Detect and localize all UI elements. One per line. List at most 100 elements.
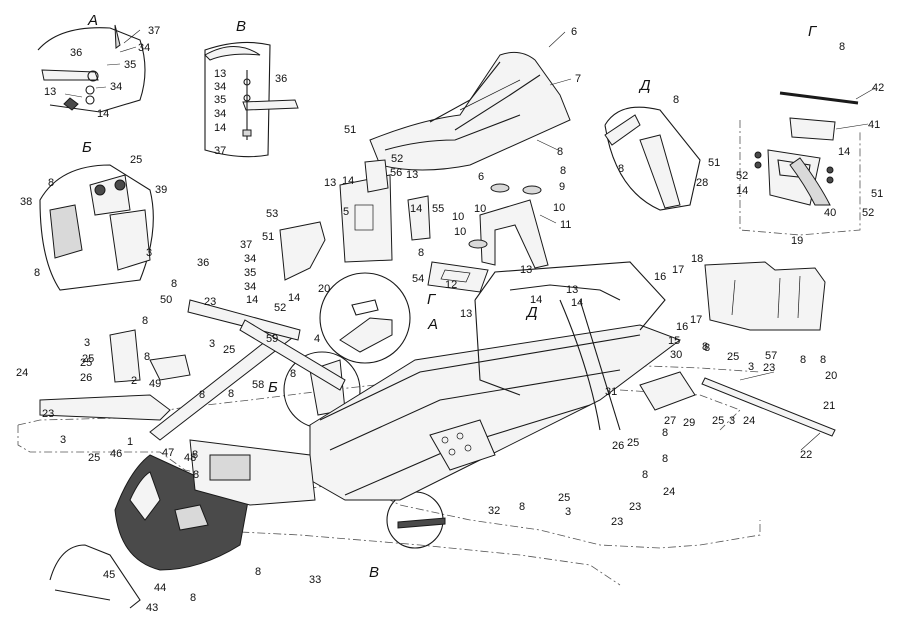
callout: 3 (748, 361, 754, 373)
callout: 14 (246, 294, 258, 306)
callout: 56 (390, 167, 402, 179)
callout: 17 (672, 264, 684, 276)
callout: 5 (343, 206, 349, 218)
callout: 25 (82, 353, 94, 365)
callout: 34 (214, 81, 226, 93)
detail-B (39, 164, 154, 291)
callout: 45 (103, 569, 115, 581)
callout: 25 (88, 452, 100, 464)
rear-rods (639, 371, 836, 437)
callout: 35 (244, 267, 256, 279)
support-part-11 (468, 183, 549, 269)
view-label: Д (638, 77, 651, 94)
callout: 35 (214, 94, 226, 106)
callout: 9 (559, 181, 565, 193)
callout: 8 (144, 351, 150, 363)
view-label: Г (427, 291, 437, 308)
seat-assembly (369, 51, 571, 171)
callout: 8 (48, 177, 54, 189)
callout: 13 (214, 68, 226, 80)
callout: 28 (696, 177, 708, 189)
callout: 8 (255, 566, 261, 578)
callout: 10 (474, 203, 486, 215)
bracket-1 (39, 329, 191, 421)
callout: 59 (266, 333, 278, 345)
callout: 14 (342, 175, 354, 187)
view-label: А (87, 12, 98, 29)
callout: 40 (824, 207, 836, 219)
callout: 8 (290, 368, 296, 380)
callout: 8 (702, 341, 708, 353)
callout: 34 (244, 281, 256, 293)
callout: 23 (629, 501, 641, 513)
callout: 11 (560, 219, 571, 231)
callout: 13 (460, 308, 472, 320)
callout: 17 (690, 314, 702, 326)
callout: 25 (80, 357, 92, 369)
callout: 22 (800, 449, 812, 461)
callout: 8 (839, 41, 845, 53)
callout: 55 (432, 203, 444, 215)
callout: 21 (823, 400, 835, 412)
callout: 14 (288, 292, 300, 304)
callout: 58 (252, 379, 264, 391)
callout: 16 (654, 271, 666, 283)
detail-D (604, 106, 701, 211)
callout: 8 (557, 146, 563, 158)
callout: 51 (262, 231, 274, 243)
callout: 3 (565, 506, 571, 518)
callout: 8 (142, 315, 148, 327)
callout: 30 (670, 349, 682, 361)
callout: 20 (318, 283, 330, 295)
callout: 25 (223, 344, 235, 356)
callout: 34 (214, 108, 226, 120)
callout: 8 (662, 453, 668, 465)
callout: 4 (314, 333, 320, 345)
callout: 34 (110, 81, 122, 93)
callout: 23 (42, 408, 54, 420)
detail-A (37, 24, 146, 113)
callout: 51 (871, 188, 883, 200)
callout: 13 (44, 86, 56, 98)
view-label: Д (525, 304, 538, 321)
callout: 8 (228, 388, 234, 400)
callout: 12 (445, 279, 457, 291)
callout: 14 (97, 108, 109, 120)
callout: 23 (763, 362, 775, 374)
callout: 37 (214, 145, 226, 157)
callout: 1 (127, 436, 133, 448)
callout: 6 (571, 26, 577, 38)
callout: 10 (452, 211, 464, 223)
callout: 47 (162, 447, 174, 459)
callout: 25 (712, 415, 724, 427)
callout: 51 (708, 157, 720, 169)
callout: 6 (478, 171, 484, 183)
callout: 29 (683, 417, 695, 429)
brackets-53-56 (279, 159, 431, 281)
callout: 36 (197, 257, 209, 269)
callout: 52 (274, 302, 286, 314)
callout: 8 (34, 267, 40, 279)
callout: 8 (193, 469, 199, 481)
callout: 35 (124, 59, 136, 71)
callout: 52 (736, 170, 748, 182)
callout: 8 (618, 163, 624, 175)
callout: 44 (154, 582, 166, 594)
callout: 31 (605, 386, 617, 398)
callout: 36 (70, 47, 82, 59)
view-label: Б (268, 379, 278, 396)
callout: 3 (209, 338, 215, 350)
callout: 15 (668, 335, 680, 347)
callout: 37 (148, 25, 160, 37)
callout: 13 (406, 169, 418, 181)
callout: 14 (214, 122, 226, 134)
callout: 8 (199, 389, 205, 401)
view-label: А (427, 316, 438, 333)
leader-lines (64, 29, 876, 451)
callout: 54 (412, 273, 424, 285)
callout: 14 (736, 185, 748, 197)
callout: 13 (520, 264, 532, 276)
callout: 14 (571, 297, 583, 309)
callout: 27 (664, 415, 676, 427)
callout: 8 (519, 501, 525, 513)
